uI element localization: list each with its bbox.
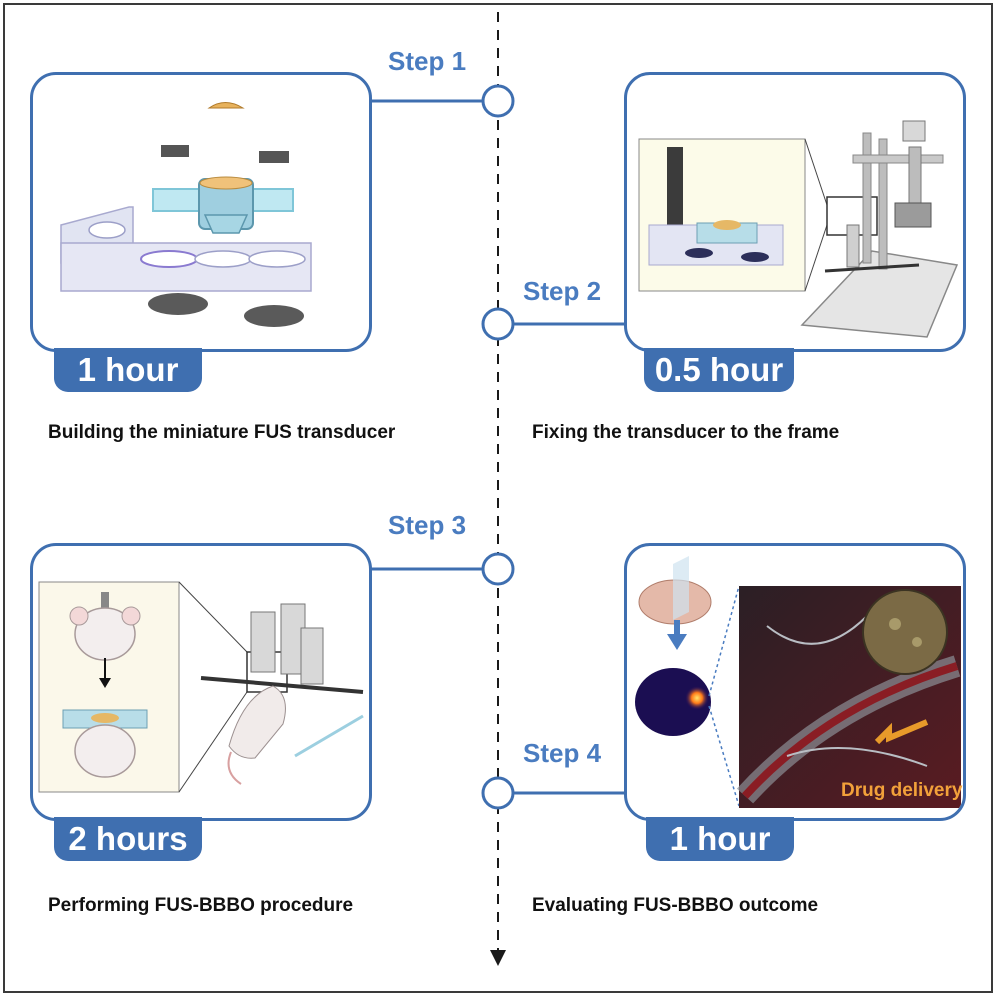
figure-frame — [3, 3, 993, 993]
fus-procedure-illustration — [38, 581, 364, 793]
step4-panel: Drug delivery — [624, 543, 966, 821]
step3-duration-tab: 2 hours — [54, 817, 202, 861]
stereotaxic-frame-illustration — [638, 120, 959, 338]
step2-caption: Fixing the transducer to the frame — [532, 422, 840, 443]
step1-node — [481, 84, 515, 118]
bbbo-outcome-illustration: Drug delivery — [635, 556, 963, 808]
step4-caption: Evaluating FUS-BBBO outcome — [532, 895, 819, 916]
step2-label: Step 2 — [523, 276, 602, 306]
step1-panel — [30, 72, 372, 352]
step3-caption: Performing FUS-BBBO procedure — [48, 895, 354, 916]
step4-duration-tab: 1 hour — [646, 817, 794, 861]
step2-node — [481, 307, 515, 341]
step4-label: Step 4 — [523, 738, 602, 768]
drug-delivery-label: Drug delivery — [841, 780, 963, 801]
step2-panel — [624, 72, 966, 352]
step3-label: Step 3 — [388, 510, 467, 540]
step1-duration-tab: 1 hour — [54, 348, 202, 392]
step1-label: Step 1 — [388, 46, 467, 76]
transducer-exploded-illustration — [60, 102, 312, 327]
step3-panel — [30, 543, 372, 821]
step1-caption: Building the miniature FUS transducer — [48, 422, 396, 443]
timeline-arrowhead — [490, 950, 506, 966]
step3-node — [481, 552, 515, 586]
step4-node — [481, 776, 515, 810]
step2-duration-tab: 0.5 hour — [644, 348, 794, 392]
